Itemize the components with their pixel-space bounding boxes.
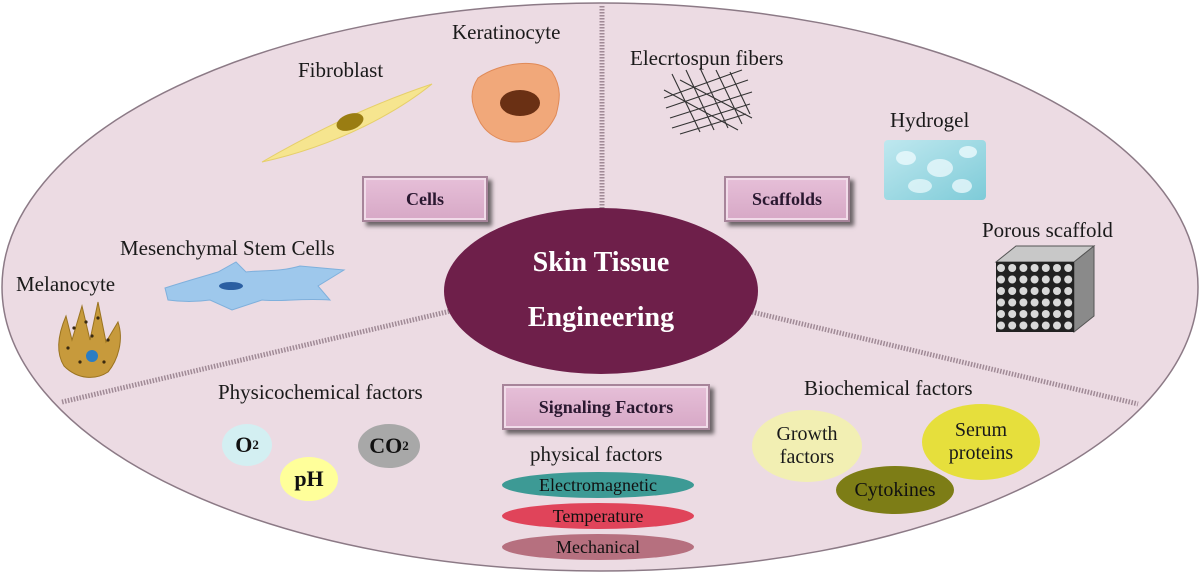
porous-scaffold-icon xyxy=(994,244,1096,334)
hydrogel-icon xyxy=(884,140,986,200)
scaffold-pore xyxy=(997,321,1005,330)
scaffold-pore xyxy=(1019,287,1028,295)
scaffold-pore xyxy=(1053,321,1061,330)
scaffold-pore xyxy=(1008,287,1017,295)
temperature-label: Temperature xyxy=(552,505,644,526)
biochemical-title: Biochemical factors xyxy=(804,376,973,400)
porous-scaffold-label: Porous scaffold xyxy=(982,218,1113,242)
scaffold-pore xyxy=(1030,264,1039,272)
serum-line1: Serum xyxy=(954,419,1008,441)
scaffold-pore xyxy=(1030,275,1039,284)
scaffold-pore xyxy=(1030,321,1039,330)
cytokines-bubble: Cytokines xyxy=(836,466,954,514)
scaffold-pore xyxy=(1008,298,1017,307)
mechanical-label: Mechanical xyxy=(556,536,640,557)
scaffold-pore xyxy=(1053,287,1061,295)
electromagnetic-pill: Electromagnetic xyxy=(502,472,694,498)
scaffold-pore xyxy=(997,287,1005,295)
cytokines-label: Cytokines xyxy=(854,478,936,501)
co2-subscript: 2 xyxy=(402,438,409,453)
cells-box-label: Cells xyxy=(406,188,444,209)
keratinocyte-icon xyxy=(471,62,560,143)
cells-box: Cells xyxy=(362,176,488,222)
scaffold-pore xyxy=(1019,264,1028,272)
scaffold-pore xyxy=(1008,264,1017,272)
fibroblast-icon xyxy=(261,83,433,163)
melanocyte-label: Melanocyte xyxy=(16,272,116,296)
scaffold-pore xyxy=(1053,275,1061,284)
scaffold-pore xyxy=(1064,287,1073,295)
o2-subscript: 2 xyxy=(252,437,259,452)
scaffold-pore xyxy=(997,310,1005,318)
ph-text: pH xyxy=(294,466,324,491)
scaffold-pore xyxy=(997,275,1005,284)
growth-line1: Growth xyxy=(776,423,838,445)
scaffold-pore xyxy=(1041,275,1050,284)
hydrogel-label: Hydrogel xyxy=(890,108,970,132)
co2-text: CO xyxy=(369,433,403,458)
electromagnetic-label: Electromagnetic xyxy=(539,474,657,495)
scaffold-pore xyxy=(1053,264,1061,272)
scaffold-pore xyxy=(1030,287,1039,295)
melanocyte-icon xyxy=(58,301,121,378)
scaffold-pore xyxy=(1041,287,1050,295)
signaling-factors-box: Signaling Factors xyxy=(502,384,710,430)
physical-factors-title: physical factors xyxy=(530,442,663,466)
scaffold-pore xyxy=(1008,275,1017,284)
temperature-pill: Temperature xyxy=(502,503,694,529)
serum-line2: proteins xyxy=(948,442,1014,464)
scaffold-pore xyxy=(1053,310,1061,318)
scaffold-pore xyxy=(1008,321,1017,330)
scaffold-pore xyxy=(997,298,1005,307)
scaffold-pore xyxy=(1019,321,1028,330)
mechanical-pill: Mechanical xyxy=(502,534,694,560)
scaffolds-box-label: Scaffolds xyxy=(751,188,822,209)
center-title-line2: Engineering xyxy=(527,302,675,333)
scaffold-pore xyxy=(1019,275,1028,284)
scaffold-pore xyxy=(1064,298,1073,307)
physicochemical-title: Physicochemical factors xyxy=(218,380,423,404)
signaling-factors-box-label: Signaling Factors xyxy=(538,396,674,417)
scaffold-pore xyxy=(1008,310,1017,318)
scaffolds-box: Scaffolds xyxy=(724,176,850,222)
scaffold-pore xyxy=(1041,310,1050,318)
mesenchymal-stem-cell-icon xyxy=(164,261,346,311)
scaffold-pore xyxy=(1041,264,1050,272)
scaffold-pore xyxy=(1053,298,1061,307)
scaffold-pore xyxy=(1041,298,1050,307)
growth-line2: factors xyxy=(779,446,835,468)
scaffold-pore xyxy=(1019,298,1028,307)
keratinocyte-label: Keratinocyte xyxy=(452,20,561,44)
center-title-line1: Skin Tissue xyxy=(532,247,670,279)
electrospun-fibers-icon xyxy=(663,67,753,135)
scaffold-pore xyxy=(1064,310,1073,318)
scaffold-pore xyxy=(1064,321,1073,330)
scaffold-pore xyxy=(997,264,1005,272)
scaffold-pore xyxy=(1041,321,1050,330)
scaffold-pore xyxy=(1030,310,1039,318)
divider-lines xyxy=(61,6,1139,407)
scaffold-pore xyxy=(1064,275,1073,284)
scaffold-pore xyxy=(1030,298,1039,307)
scaffold-pore xyxy=(1019,310,1028,318)
electrospun-label: Elecrtospun fibers xyxy=(630,46,784,70)
scaffold-pore xyxy=(1064,264,1073,272)
o2-text: O xyxy=(235,432,253,457)
ph-bubble: pH xyxy=(280,457,338,501)
skin-tissue-engineering-center: Skin Tissue Engineering xyxy=(444,208,758,374)
fibroblast-label: Fibroblast xyxy=(298,58,384,82)
msc-label: Mesenchymal Stem Cells xyxy=(120,236,335,260)
